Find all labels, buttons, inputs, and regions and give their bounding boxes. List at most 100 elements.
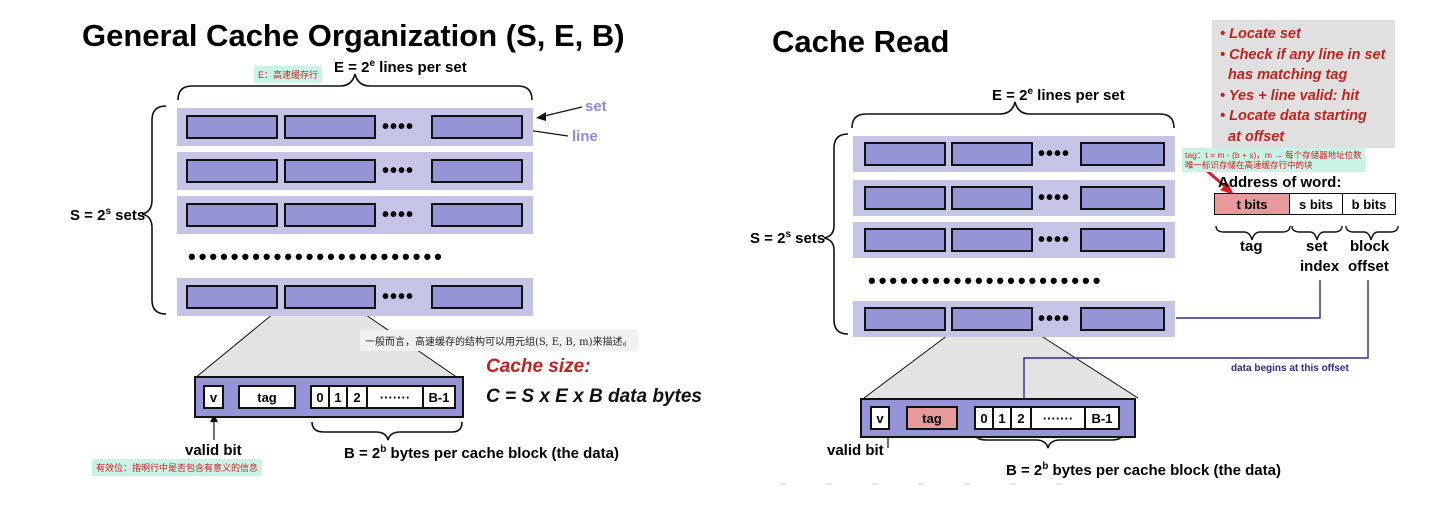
zoom-edge-right-r xyxy=(1034,331,1139,399)
cache-line xyxy=(284,115,376,139)
step-item: • Locate data starting xyxy=(1220,108,1367,124)
cache-line xyxy=(951,142,1033,166)
line-dots: •••• xyxy=(382,160,415,182)
byte-cell: 1 xyxy=(992,406,1012,430)
cache-line xyxy=(1080,228,1165,252)
data-begins-label: data begins at this offset xyxy=(1231,363,1349,374)
cache-line xyxy=(1080,307,1165,331)
description-note: 一般而言，高速缓存的结构可以用元组(S, E, B, m)来描述。 xyxy=(360,330,638,351)
step-item: has matching tag xyxy=(1220,67,1348,83)
s-label-left: S = 2s sets xyxy=(70,206,146,224)
t-bits-field: t bits xyxy=(1214,193,1290,215)
cache-line xyxy=(951,186,1033,210)
byte-cell-last: B-1 xyxy=(1084,406,1120,430)
byte-cell: 1 xyxy=(328,385,348,409)
e-brace-right xyxy=(851,101,1175,129)
valid-cell: v xyxy=(203,385,224,409)
tag-note: tag：t = m - (b + s)，m → 每个存储器地址位数 唯一标识存储… xyxy=(1182,148,1365,172)
field-index-label: index xyxy=(1300,258,1340,275)
cache-line xyxy=(431,203,523,227)
line-dots: •••• xyxy=(382,204,415,226)
cache-line xyxy=(431,285,523,309)
cache-line xyxy=(431,115,523,139)
s-brace-right xyxy=(823,133,849,335)
row-dots-right: •••••••••••••••••••••• xyxy=(868,268,1104,293)
b-label-left: B = 2b bytes per cache block (the data) xyxy=(344,444,619,462)
field-offset-label: offset xyxy=(1348,258,1389,275)
set-arrow xyxy=(539,106,583,118)
byte-cell: 2 xyxy=(1010,406,1032,430)
line-dots: •••• xyxy=(382,116,415,138)
byte-cell: 0 xyxy=(310,385,330,409)
cache-line xyxy=(186,159,278,183)
line-dots: •••• xyxy=(1038,308,1071,330)
zoom-edge-left-r xyxy=(863,331,953,399)
s-brace-left xyxy=(141,105,167,315)
offset-brace xyxy=(1345,225,1399,241)
cache-line xyxy=(864,228,946,252)
cache-line xyxy=(284,159,376,183)
valid-bit-label-right: valid bit xyxy=(827,442,884,459)
e-label-right: E = 2e lines per set xyxy=(992,86,1125,104)
step-item: at offset xyxy=(1220,128,1285,145)
cache-size-title: Cache size: xyxy=(486,356,591,377)
tag-brace xyxy=(1215,225,1291,241)
b-label-right: B = 2b bytes per cache block (the data) xyxy=(1006,461,1281,479)
valid-bit-label-left: valid bit xyxy=(185,442,242,459)
step-item: • Check if any line in set xyxy=(1220,46,1386,63)
cache-size-formula: C = S x E x B data bytes xyxy=(486,386,702,407)
cache-line xyxy=(431,159,523,183)
field-tag-label: tag xyxy=(1240,238,1263,255)
byte-dots-cell: ······· xyxy=(1030,406,1086,430)
cache-line xyxy=(284,203,376,227)
set-brace xyxy=(1291,225,1343,241)
byte-cell: 2 xyxy=(346,385,368,409)
cache-line xyxy=(284,285,376,309)
e-brace-left xyxy=(177,73,533,101)
valid-bit-arrowhead-left xyxy=(210,414,218,422)
e-note: E：高速缓存行 xyxy=(254,66,323,83)
valid-cell: v xyxy=(870,406,890,430)
tag-cell: tag xyxy=(238,385,296,409)
cache-line xyxy=(186,115,278,139)
valid-bit-note: 有效位：指明行中是否包含有意义的信息 xyxy=(92,459,263,476)
cache-read-steps: • Locate set • Check if any line in set … xyxy=(1212,20,1395,148)
field-set-label: set xyxy=(1306,238,1328,255)
cache-line xyxy=(864,186,946,210)
line-dots: •••• xyxy=(1038,143,1071,165)
e-label-left: E = 2e lines per set xyxy=(334,58,467,76)
b-brace-left xyxy=(311,421,463,441)
cache-line xyxy=(1080,142,1165,166)
field-block-label: block xyxy=(1350,238,1390,255)
address-fields: t bits s bits b bits xyxy=(1214,193,1396,215)
row-dots-left: •••••••••••••••••••••••• xyxy=(188,244,445,269)
step-item: • Locate set xyxy=(1220,26,1301,42)
byte-cell: 0 xyxy=(974,406,994,430)
line-label: line xyxy=(572,128,598,145)
b-brace-right xyxy=(973,429,1125,449)
step-item: • Yes + line valid: hit xyxy=(1220,87,1360,104)
set-label: set xyxy=(585,98,607,115)
cache-line xyxy=(864,142,946,166)
tag-note-arrowhead xyxy=(1220,183,1234,195)
right-title: Cache Read xyxy=(772,24,950,59)
cache-line xyxy=(1080,186,1165,210)
byte-dots-cell: ······· xyxy=(366,385,424,409)
s-bits-field: s bits xyxy=(1289,193,1343,215)
offset-connector xyxy=(1023,280,1369,406)
address-title: Address of word: xyxy=(1218,174,1342,191)
line-dots: •••• xyxy=(382,286,415,308)
line-dots: •••• xyxy=(1038,187,1071,209)
cache-line xyxy=(186,203,278,227)
b-bits-field: b bits xyxy=(1342,193,1396,215)
left-title: General Cache Organization (S, E, B) xyxy=(82,18,625,53)
tag-cell-highlighted: tag xyxy=(906,406,958,430)
zoom-trapezoid-right xyxy=(864,332,1138,398)
line-dots: •••• xyxy=(1038,229,1071,251)
byte-cell-last: B-1 xyxy=(422,385,456,409)
set-arrowhead xyxy=(536,112,546,121)
s-label-right: S = 2s sets xyxy=(750,229,826,247)
cache-line xyxy=(186,285,278,309)
cache-line xyxy=(951,228,1033,252)
zoom-trapezoid-left xyxy=(195,304,458,378)
